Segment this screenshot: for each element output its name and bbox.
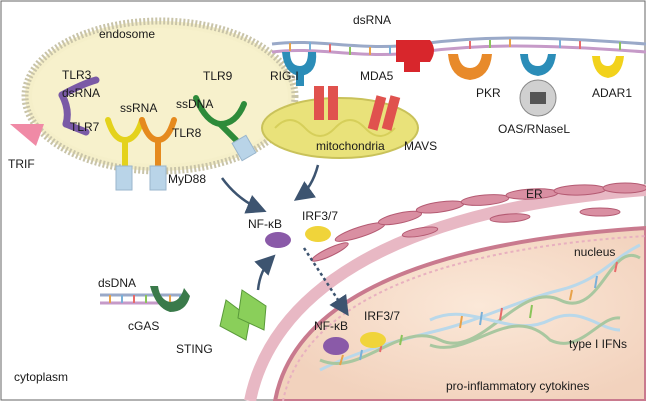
label-tlr7: TLR7 bbox=[70, 120, 100, 134]
tlr7-receptor bbox=[105, 117, 145, 169]
er-membrane-outer bbox=[244, 184, 646, 401]
label-rigi: RIG-I bbox=[270, 69, 299, 83]
label-tlr3: TLR3 bbox=[62, 68, 92, 82]
mito-cristae bbox=[274, 119, 396, 137]
label-mavs: MAVS bbox=[404, 139, 437, 153]
label-pkr: PKR bbox=[476, 86, 501, 100]
label-adar1: ADAR1 bbox=[592, 86, 632, 100]
label-oas: OAS/RNaseL bbox=[498, 122, 570, 136]
label-myd88: MyD88 bbox=[168, 172, 206, 186]
label-irf-cytoplasm: IRF3/7 bbox=[302, 209, 338, 223]
pkr-protein bbox=[448, 54, 492, 80]
label-cytoplasm: cytoplasm bbox=[14, 370, 68, 384]
nfkb-nucleus-blob bbox=[323, 337, 349, 355]
label-tlr9: TLR9 bbox=[203, 69, 233, 83]
label-nfkb-nucleus: NF-κB bbox=[314, 319, 348, 333]
mavs-proteins bbox=[314, 86, 401, 131]
label-proinflammatory-cytokines: pro-inflammatory cytokines bbox=[446, 379, 589, 393]
label-nfkb-cytoplasm: NF-κB bbox=[248, 217, 282, 231]
sting-protein bbox=[219, 289, 267, 341]
label-ssdna: ssDNA bbox=[176, 97, 213, 111]
tlr3-receptor bbox=[58, 76, 100, 136]
tlr7-tir-domain bbox=[115, 165, 133, 191]
rigi-protein bbox=[282, 52, 317, 86]
arrow-translocation bbox=[302, 247, 349, 317]
er-cisternae bbox=[311, 182, 646, 262]
label-er: ER bbox=[526, 187, 543, 201]
oas-rnasel bbox=[519, 54, 557, 117]
label-endosome: endosome bbox=[99, 27, 155, 41]
cgas-protein bbox=[150, 286, 190, 312]
mda5-protein bbox=[396, 40, 434, 72]
tlr8-tir-domain bbox=[149, 165, 167, 191]
label-nucleus: nucleus bbox=[574, 245, 615, 259]
nfkb-cytoplasm-blob bbox=[265, 232, 291, 248]
text-labels: endosome TLR3 dsRNA ssRNA TLR7 TLR8 TLR9… bbox=[8, 13, 632, 393]
label-dsdna: dsDNA bbox=[98, 276, 136, 290]
adar1-protein bbox=[592, 56, 624, 78]
label-trif: TRIF bbox=[8, 157, 35, 171]
label-cgas: cGAS bbox=[128, 319, 159, 333]
arrow-myd88-to-nfkb bbox=[220, 177, 267, 214]
tlr9-receptor bbox=[193, 95, 247, 143]
label-ssrna: ssRNA bbox=[120, 101, 157, 115]
irf-nucleus-blob bbox=[360, 332, 386, 348]
arrow-sting-to-nfkb bbox=[254, 254, 276, 291]
tlr9-tir-domain bbox=[231, 134, 257, 162]
label-type1-ifns: type I IFNs bbox=[569, 337, 627, 351]
label-mitochondria: mitochondria bbox=[316, 139, 385, 153]
tlr8-receptor bbox=[139, 117, 177, 169]
nuclear-envelope-inner bbox=[282, 235, 646, 401]
trif-adaptor bbox=[10, 124, 44, 146]
irf-cytoplasm-blob bbox=[305, 226, 331, 242]
cytosolic-dsdna bbox=[100, 293, 185, 305]
label-sting: STING bbox=[176, 342, 213, 356]
arrow-mavs-to-irf bbox=[293, 164, 320, 201]
label-dsrna-endosome: dsRNA bbox=[62, 86, 100, 100]
label-dsrna-top: dsRNA bbox=[353, 13, 391, 27]
label-irf-nucleus: IRF3/7 bbox=[364, 309, 400, 323]
label-mda5: MDA5 bbox=[360, 69, 394, 83]
label-tlr8: TLR8 bbox=[172, 126, 202, 140]
